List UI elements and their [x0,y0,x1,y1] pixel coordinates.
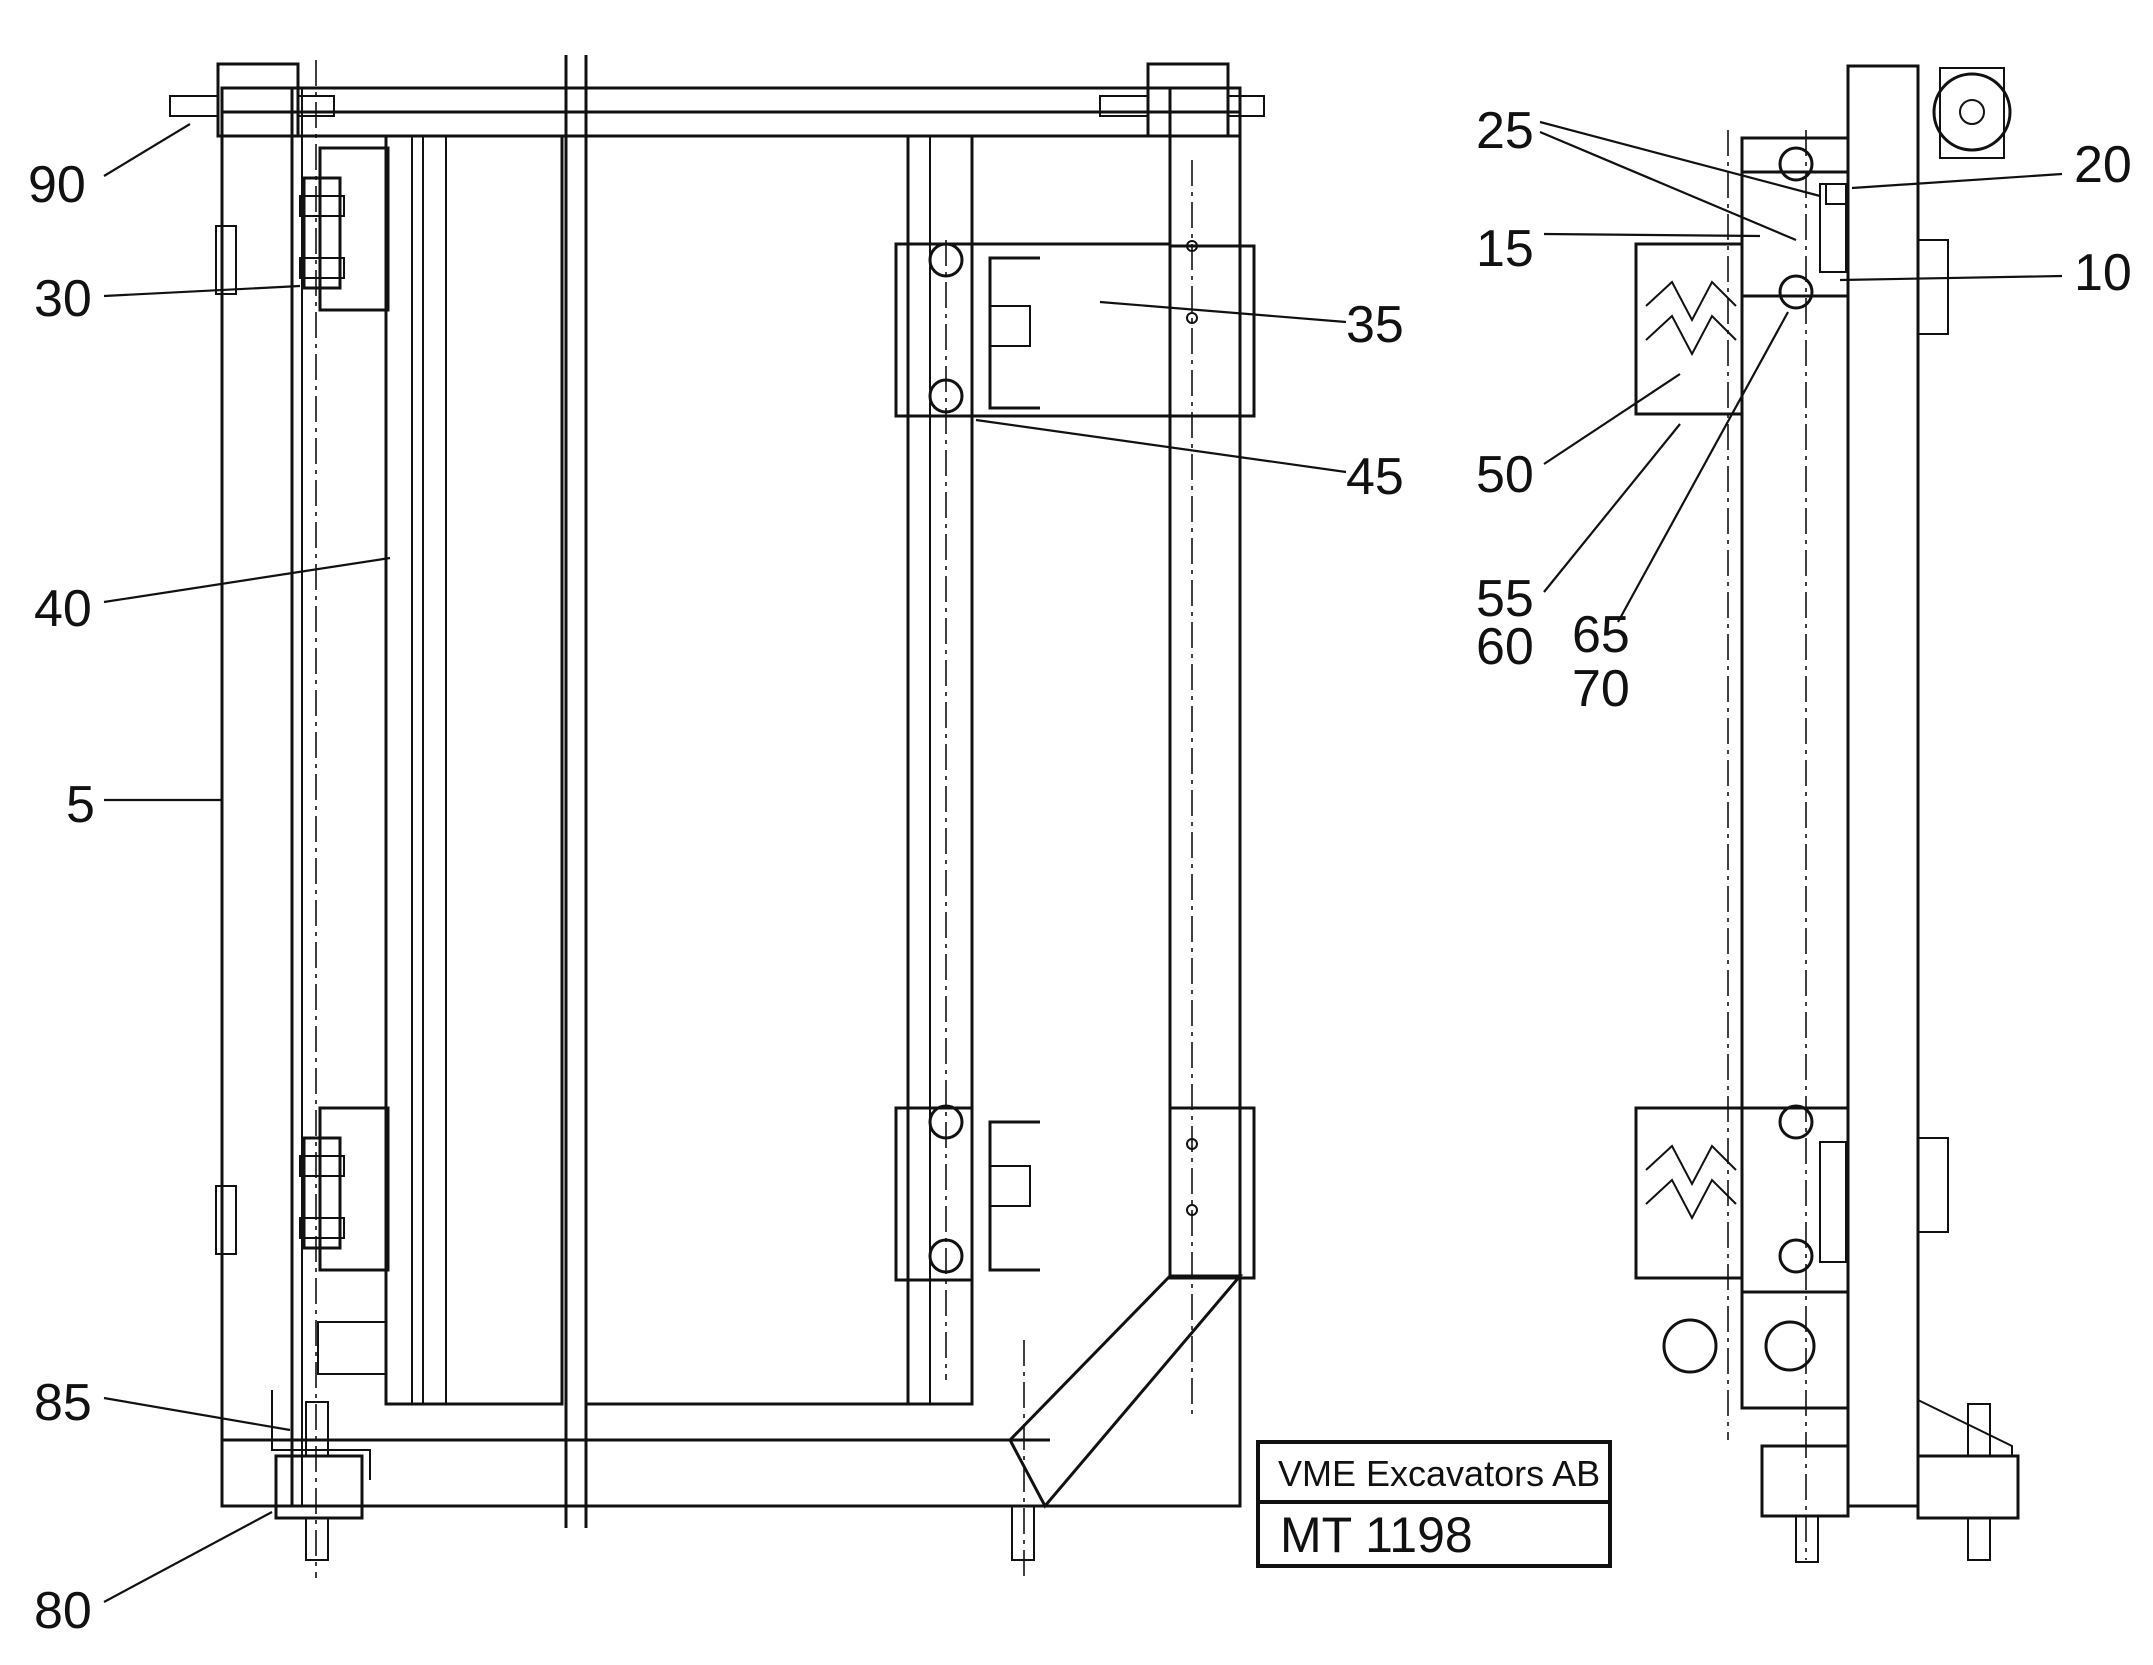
company-name: VME Excavators AB [1278,1453,1600,1494]
part-label-50: 50 [1476,446,1534,504]
part-label-70: 70 [1572,660,1630,718]
front-view [169,55,1265,1578]
part-label-20: 20 [2074,136,2132,194]
part-label-80: 80 [34,1582,92,1640]
part-label-55: 55 [1476,570,1534,628]
part-label-85: 85 [34,1374,92,1432]
part-label-60: 60 [1476,618,1534,676]
part-labels: 90 30 40 5 85 80 35 45 25 20 15 10 50 55… [28,102,2132,1640]
part-label-25: 25 [1476,102,1534,160]
part-label-45: 45 [1346,448,1404,506]
leader-lines [103,120,2063,1603]
part-label-65: 65 [1572,606,1630,664]
part-label-30: 30 [34,270,92,328]
part-label-5: 5 [66,776,95,834]
part-label-15: 15 [1476,220,1534,278]
part-label-10: 10 [2074,244,2132,302]
side-view [1634,64,2020,1563]
drawing-number: MT 1198 [1280,1507,1473,1563]
part-label-40: 40 [34,580,92,638]
part-label-90: 90 [28,156,86,214]
part-label-35: 35 [1346,296,1404,354]
title-block: VME Excavators AB MT 1198 [1256,1440,1612,1568]
